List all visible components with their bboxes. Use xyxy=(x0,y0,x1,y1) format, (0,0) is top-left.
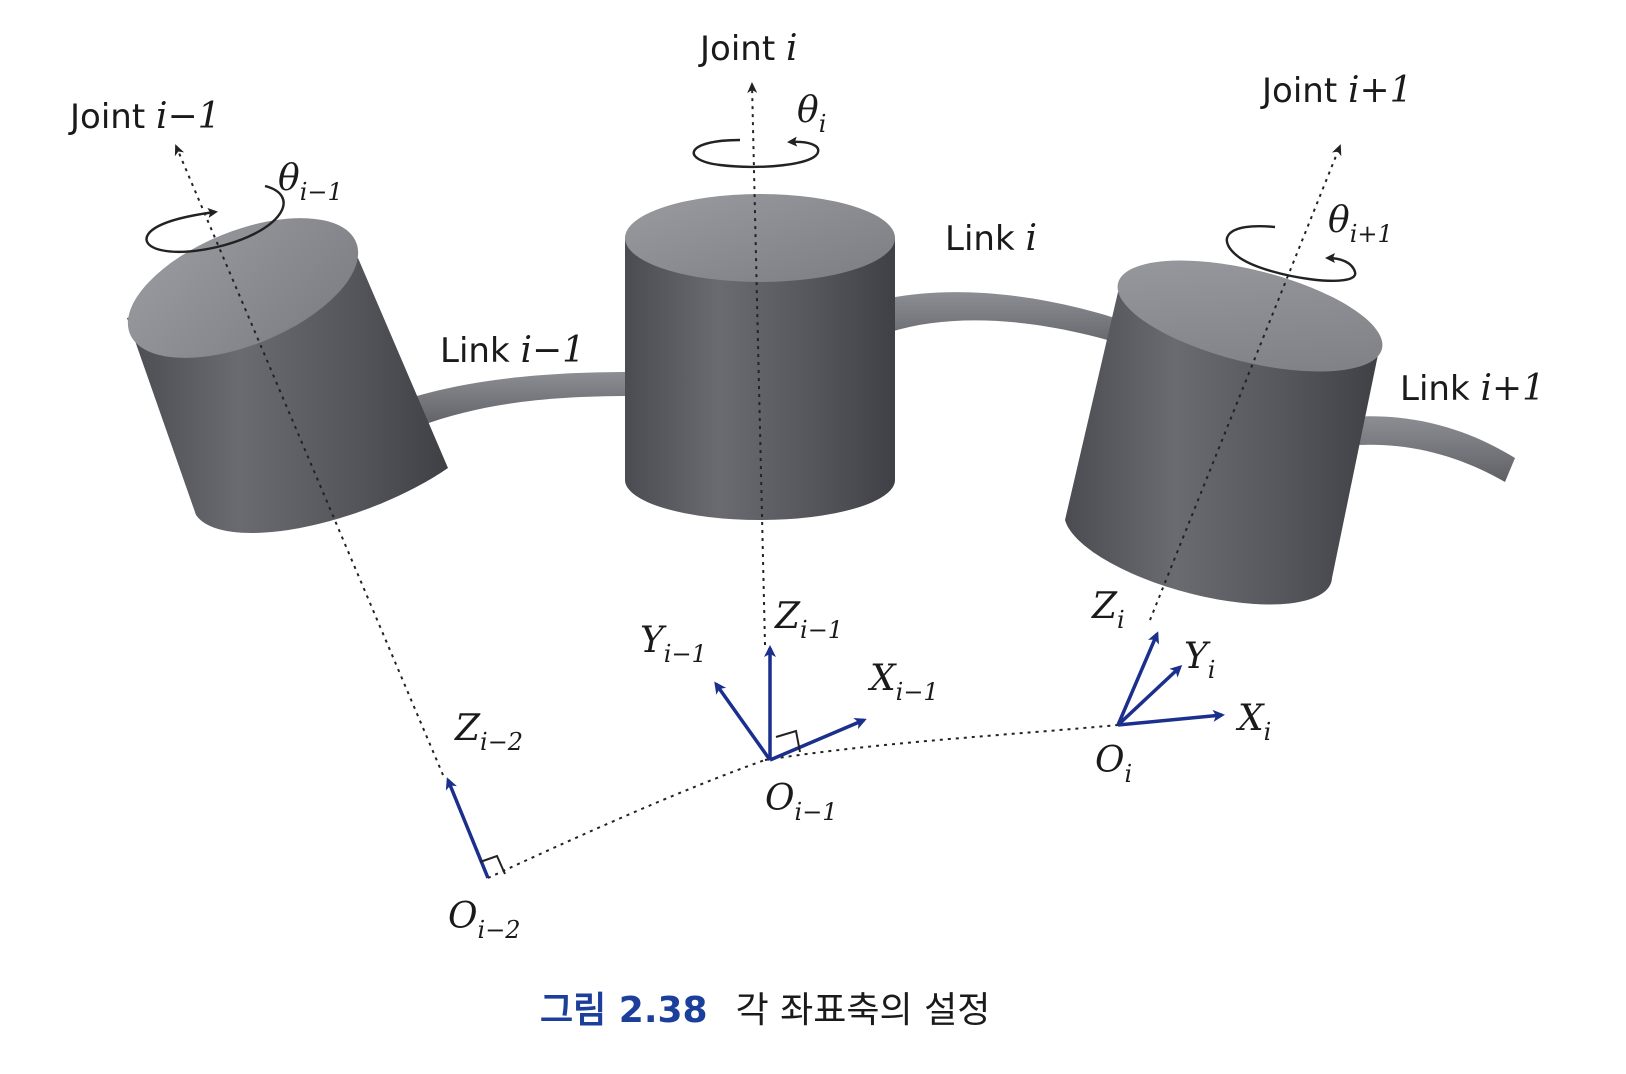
link-cur-bar xyxy=(880,292,1150,352)
rotation-arrow-next xyxy=(1225,224,1357,282)
label-theta-cur: θi xyxy=(797,90,826,138)
label-link-next: Link i+1 xyxy=(1400,368,1545,409)
cylinder-joint-next xyxy=(1065,260,1383,605)
z-i-axis xyxy=(1116,631,1159,726)
joint-prev-axis xyxy=(174,144,444,776)
x-i-axis xyxy=(1117,709,1225,727)
z-im2-axis xyxy=(445,777,490,879)
label-z-im2: Zi−2 xyxy=(454,708,523,756)
right-angle-im1 xyxy=(775,729,801,753)
y-i-axis xyxy=(1116,664,1183,727)
label-joint-prev: Joint i−1 xyxy=(68,96,221,137)
rotation-arrow-prev xyxy=(145,184,285,253)
label-link-cur: Link i xyxy=(945,218,1037,259)
label-z-i: Zi xyxy=(1091,586,1125,634)
label-joint-cur: Joint i xyxy=(698,28,797,69)
normal-o-im2-o-im1 xyxy=(487,759,766,879)
label-theta-prev: θi−1 xyxy=(278,158,343,206)
y-im1-axis xyxy=(714,681,772,762)
label-o-i: Oi xyxy=(1095,740,1132,788)
label-o-im2: Oi−2 xyxy=(448,896,521,944)
label-link-prev: Link i−1 xyxy=(440,330,585,371)
link-next-bar xyxy=(1340,416,1515,482)
normal-o-im1-o-i xyxy=(764,724,1119,761)
label-theta-next: θi+1 xyxy=(1328,200,1393,248)
label-x-i: Xi xyxy=(1235,698,1271,746)
cylinder-joint-cur xyxy=(625,194,895,520)
right-angle-im2 xyxy=(479,854,506,875)
label-z-im1: Zi−1 xyxy=(774,596,843,644)
label-joint-next: Joint i+1 xyxy=(1260,70,1413,111)
label-y-im1: Yi−1 xyxy=(640,620,707,668)
label-x-im1: Xi−1 xyxy=(867,658,939,706)
x-im1-axis xyxy=(769,718,867,762)
link-prev-bar xyxy=(410,372,630,426)
cylinder-joint-prev xyxy=(127,218,448,533)
rotation-arrow-cur xyxy=(692,136,820,169)
joint-next-axis xyxy=(1149,144,1342,621)
label-y-i: Yi xyxy=(1184,636,1215,684)
joint-cur-axis xyxy=(747,82,766,646)
label-o-im1: Oi−1 xyxy=(765,778,838,826)
